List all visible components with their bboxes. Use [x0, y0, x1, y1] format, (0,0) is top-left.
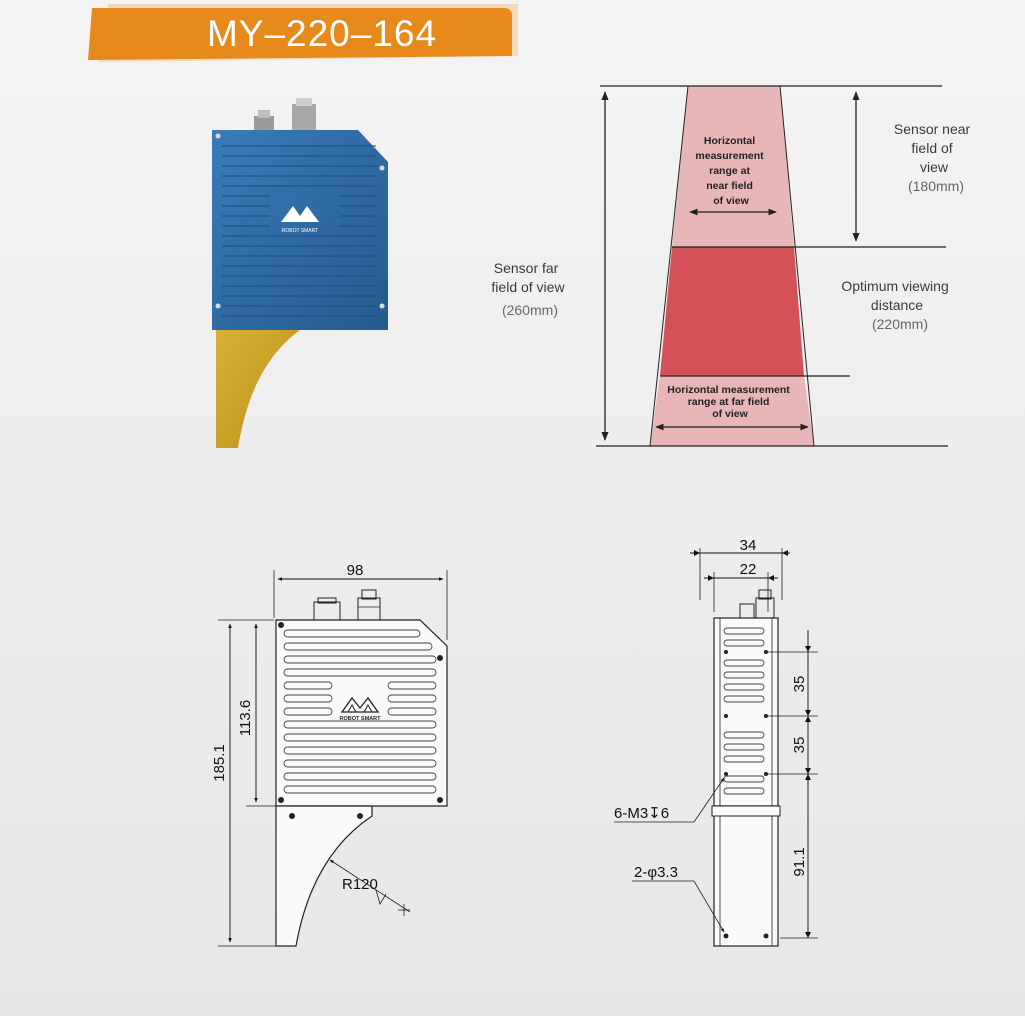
- far-fov-label: Sensor far field of view: [491, 260, 565, 295]
- outer-width-dim: 34: [740, 537, 757, 554]
- thread-label: 6-M3↧6: [614, 805, 669, 822]
- fov-diagram: Horizontal measurement range at near fie…: [491, 85, 974, 447]
- side-bracket-outline: [713, 805, 779, 947]
- front-bracket-outline: [275, 805, 373, 947]
- total-height-dim: 185.1: [211, 744, 228, 782]
- mounting-bracket: [216, 316, 306, 448]
- front-logo-text: ROBOT SMART: [340, 716, 382, 722]
- sensor-body: [212, 130, 388, 330]
- near-fov-label: Sensor near field of view: [894, 121, 974, 175]
- inner-width-dim: 22: [740, 561, 757, 578]
- brand-logo-icon: [281, 206, 319, 222]
- width-dim: 98: [347, 562, 364, 579]
- far-range-label: Horizontal measurement range at far fiel…: [667, 384, 792, 420]
- far-fov-value: (260mm): [502, 302, 558, 318]
- near-range-label: Horizontal measurement range at near fie…: [695, 135, 766, 207]
- spacing-dim-1: 35: [791, 676, 808, 693]
- optimum-distance-label: Optimum viewing distance: [841, 278, 952, 313]
- near-zone: [672, 86, 794, 247]
- side-view-drawing: 34 22: [614, 537, 818, 947]
- radius-dim: R120: [342, 876, 378, 893]
- page-title: MY–220–164: [207, 13, 437, 54]
- spacing-dim-2: 35: [791, 737, 808, 754]
- front-body-outline: [275, 619, 448, 807]
- title-banner: MY–220–164: [88, 4, 518, 62]
- front-view-drawing: 98 185.1 113.6: [211, 562, 448, 947]
- photo-logo-text: ROBOT SMART: [282, 228, 319, 234]
- hole-label: 2-φ3.3: [634, 864, 678, 881]
- optimum-distance-value: (220mm): [872, 316, 928, 332]
- optimum-zone: [660, 247, 804, 376]
- near-fov-value: (180mm): [908, 178, 964, 194]
- bracket-height-dim: 91.1: [791, 847, 808, 876]
- product-photo: ROBOT SMART: [212, 98, 388, 448]
- body-height-dim: 113.6: [237, 700, 254, 736]
